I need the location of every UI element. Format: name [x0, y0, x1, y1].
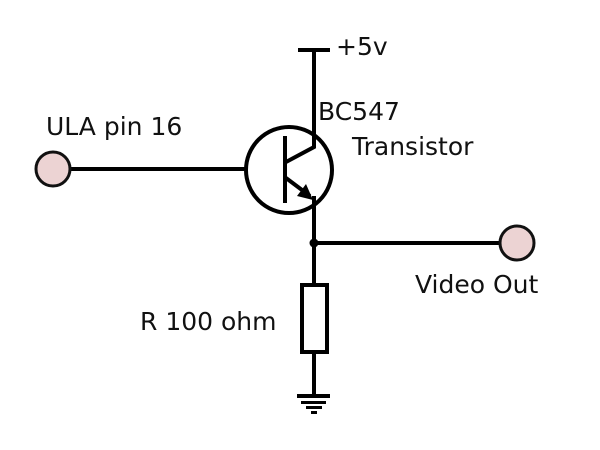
output-terminal-icon[interactable] [498, 224, 536, 262]
transistor-type-label: Transistor [351, 132, 474, 161]
input-label: ULA pin 16 [46, 112, 182, 141]
input-terminal-icon[interactable] [34, 150, 72, 188]
transistor-part-label: BC547 [318, 97, 400, 126]
output-label: Video Out [415, 270, 539, 299]
supply-label: +5v [336, 32, 388, 61]
resistor-label: R 100 ohm [140, 307, 276, 336]
resistor-icon [300, 283, 329, 354]
ground-icon [297, 394, 330, 414]
npn-transistor-icon [244, 120, 334, 243]
